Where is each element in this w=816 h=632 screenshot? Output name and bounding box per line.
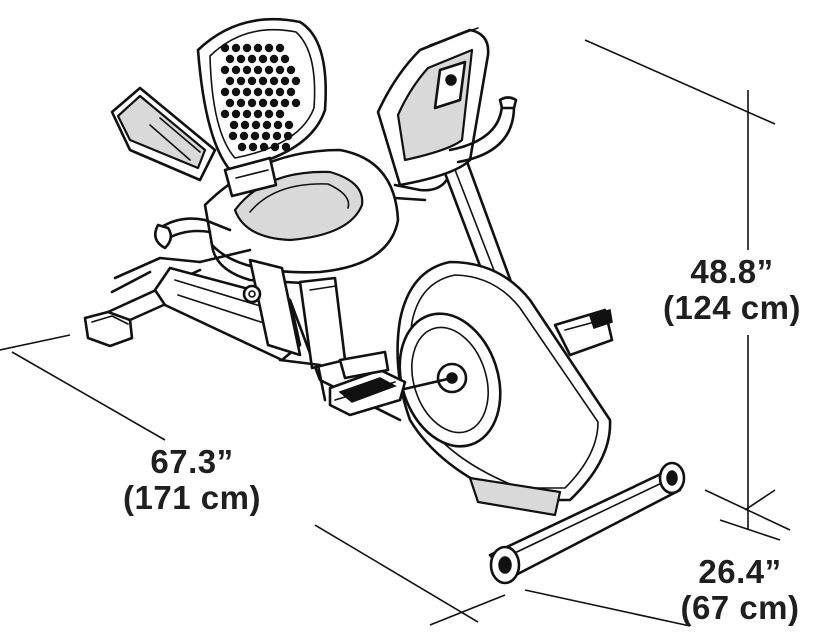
vent-hole [253, 43, 263, 53]
vent-hole [253, 65, 263, 75]
front-stabilizer [468, 461, 686, 585]
vent-hole [220, 65, 230, 75]
vent-hole [272, 131, 282, 141]
rear-storage-box [110, 86, 217, 182]
seat-handles [153, 156, 450, 250]
vent-hole [236, 54, 246, 64]
vent-hole [231, 87, 241, 97]
vent-hole [269, 54, 279, 64]
vent-hole [264, 109, 274, 119]
width-end-tick [744, 489, 776, 511]
width-dimension-line [524, 589, 691, 627]
length-dimension-label: 67.3” (171 cm) [108, 444, 276, 516]
height-top-extension [584, 39, 776, 125]
vent-hole [236, 76, 246, 86]
vent-hole [291, 98, 301, 108]
vent-hole [242, 65, 252, 75]
width-imperial: 26.4” [698, 553, 782, 590]
vent-hole [250, 131, 260, 141]
vent-hole [261, 131, 271, 141]
vent-hole [253, 87, 263, 97]
vent-hole [258, 54, 268, 64]
length-metric: (171 cm) [123, 479, 261, 516]
vent-hole [248, 142, 258, 152]
vent-hole [242, 109, 252, 119]
vent-hole [220, 109, 230, 119]
vent-hole [236, 98, 246, 108]
vent-hole [264, 43, 274, 53]
vent-hole [259, 142, 269, 152]
vent-hole [253, 109, 263, 119]
vent-hole [258, 76, 268, 86]
vent-hole [225, 98, 235, 108]
console-handlebar [448, 96, 518, 164]
flywheel-housing [396, 260, 612, 502]
vent-hole [247, 98, 257, 108]
vent-hole [231, 109, 241, 119]
vent-hole [280, 54, 290, 64]
length-start-tick [0, 334, 71, 351]
vent-hole [247, 76, 257, 86]
vent-hole [275, 43, 285, 53]
length-dimension-line-lower [314, 524, 479, 623]
vent-hole [283, 131, 293, 141]
vent-hole [220, 43, 230, 53]
vent-hole [231, 65, 241, 75]
vent-hole [286, 87, 296, 97]
width-metric: (67 cm) [680, 589, 800, 626]
vent-hole [247, 54, 257, 64]
vent-hole [280, 98, 290, 108]
vent-hole [231, 43, 241, 53]
bike-illustration [83, 18, 686, 585]
vent-hole [286, 65, 296, 75]
vent-hole [242, 87, 252, 97]
vent-hole [269, 98, 279, 108]
height-dimension-label: 48.8” (124 cm) [648, 254, 816, 326]
length-imperial: 67.3” [150, 443, 234, 480]
vent-hole [237, 142, 247, 152]
vent-hole [242, 43, 252, 53]
vent-hole [239, 131, 249, 141]
vent-hole [281, 142, 291, 152]
vent-hole [264, 87, 274, 97]
vent-hole [262, 120, 272, 130]
width-dimension-label: 26.4” (67 cm) [670, 554, 810, 626]
vent-hole [225, 54, 235, 64]
vent-hole [251, 120, 261, 130]
length-dimension-line [11, 351, 166, 441]
vent-hole [228, 131, 238, 141]
length-end-tick [429, 594, 506, 626]
vent-hole [275, 65, 285, 75]
console [376, 27, 490, 187]
height-metric: (124 cm) [663, 289, 801, 326]
vent-hole [275, 109, 285, 119]
pedal-assembly [328, 308, 614, 417]
height-imperial: 48.8” [690, 253, 774, 290]
vent-hole [284, 120, 294, 130]
vent-hole [220, 87, 230, 97]
vent-hole [264, 65, 274, 75]
vent-hole [269, 76, 279, 86]
seat-post [242, 258, 347, 370]
vent-hole [229, 120, 239, 130]
vent-hole [291, 76, 301, 86]
vent-hole [225, 76, 235, 86]
vent-hole [275, 87, 285, 97]
width-dimension-line-right [719, 519, 781, 541]
height-bottom-extension [704, 489, 791, 531]
vent-hole [270, 142, 280, 152]
seat-back-vents [220, 43, 301, 152]
dimension-lines [0, 39, 791, 627]
vent-hole [240, 120, 250, 130]
vent-hole [258, 98, 268, 108]
vent-hole [273, 120, 283, 130]
vent-hole [280, 76, 290, 86]
rear-frame-leg [198, 248, 327, 402]
